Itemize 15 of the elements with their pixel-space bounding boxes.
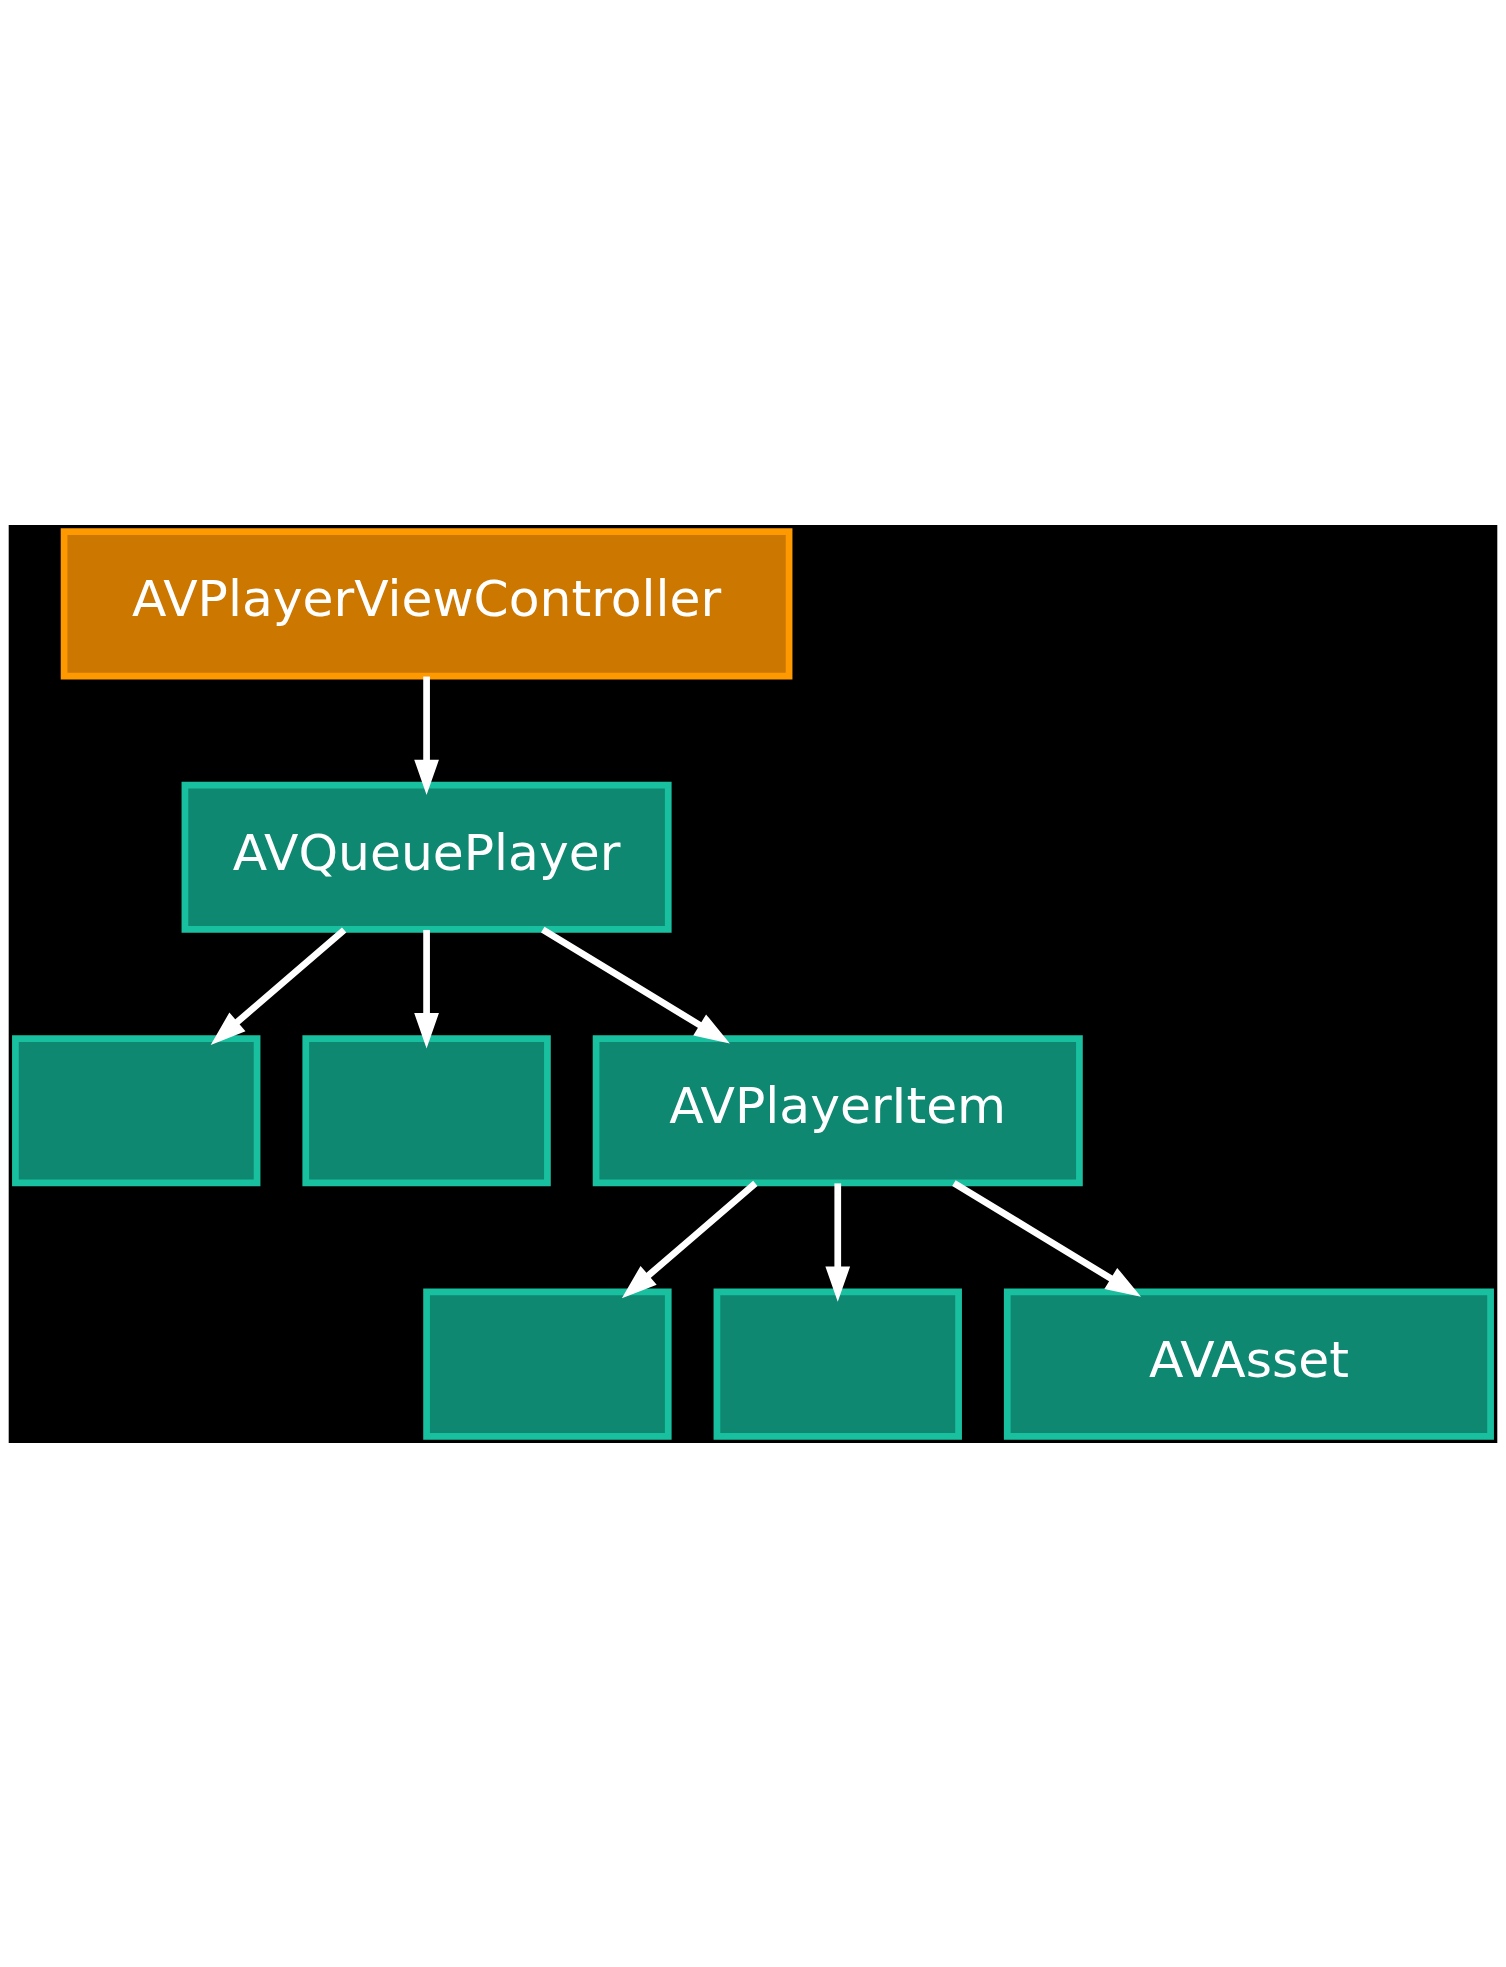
node-box <box>302 1034 551 1186</box>
arrow <box>952 1179 1141 1297</box>
arrow <box>414 676 439 795</box>
arrow <box>621 1180 758 1298</box>
node-box: AVAsset <box>1003 1288 1494 1440</box>
node-box <box>713 1288 962 1440</box>
arrow <box>541 926 730 1043</box>
arrow <box>825 1182 851 1302</box>
node-box: AVQueuePlayer <box>181 781 672 933</box>
arrow <box>414 929 439 1048</box>
arrow <box>210 926 347 1045</box>
node-box <box>423 1288 672 1440</box>
node-box <box>12 1034 261 1186</box>
node-box: AVPlayerItem <box>592 1034 1083 1186</box>
node-box: AVPlayerViewController <box>60 527 793 679</box>
